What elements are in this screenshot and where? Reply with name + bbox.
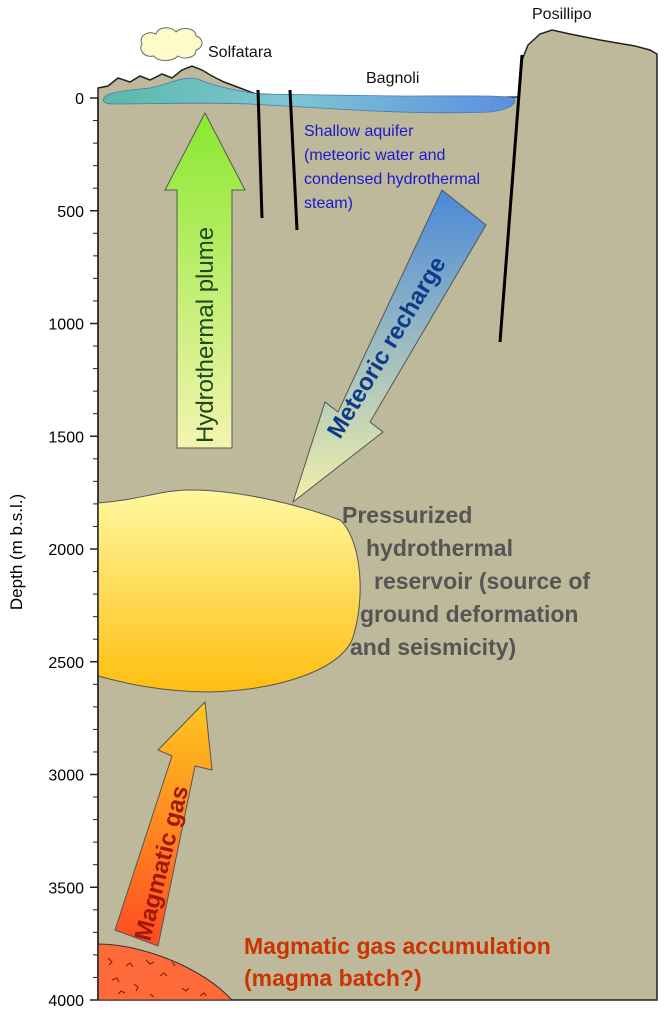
depth-axis-title: Depth (m b.s.l.) bbox=[7, 494, 26, 610]
plume-label: Hydrothermal plume bbox=[192, 227, 219, 443]
aquifer-label: Shallow aquifer (meteoric water and cond… bbox=[304, 123, 485, 212]
hydrothermal-plume-arrow bbox=[164, 111, 246, 449]
depth-tick-label: 1500 bbox=[48, 429, 84, 446]
place-label-solfatara: Solfatara bbox=[208, 44, 272, 61]
place-label-bagnoli: Bagnoli bbox=[366, 70, 419, 87]
magmatic-gas-arrow bbox=[114, 700, 213, 947]
depth-axis-ticks: 0 500 1000 1500 2000 2500 3000 3500 4000 bbox=[48, 91, 98, 1010]
fault-line-posillipo bbox=[498, 54, 524, 343]
fumarole-cloud-icon bbox=[140, 27, 203, 61]
meteoric-recharge-arrow bbox=[292, 189, 487, 504]
reservoir-label: Pressurized hydrothermal reservoir (sour… bbox=[342, 502, 596, 660]
depth-tick-label: 1000 bbox=[48, 317, 84, 334]
depth-tick-label: 500 bbox=[57, 204, 84, 221]
fault-line-1 bbox=[256, 89, 264, 219]
depth-tick-label: 2500 bbox=[48, 655, 84, 672]
depth-tick-label: 2000 bbox=[48, 542, 84, 559]
depth-tick-label: 3500 bbox=[48, 880, 84, 897]
hydrothermal-reservoir bbox=[97, 489, 361, 693]
magma-texture bbox=[107, 957, 207, 998]
magma-batch bbox=[97, 943, 234, 1001]
shallow-aquifer bbox=[102, 77, 516, 114]
depth-tick-label: 4000 bbox=[48, 993, 84, 1010]
place-label-posillipo: Posillipo bbox=[532, 6, 592, 23]
fault-line-2 bbox=[288, 89, 299, 231]
depth-tick-label: 0 bbox=[75, 91, 84, 108]
depth-tick-label: 3000 bbox=[48, 768, 84, 785]
gas-accumulation-label: Magmatic gas accumulation (magma batch?) bbox=[244, 933, 557, 991]
